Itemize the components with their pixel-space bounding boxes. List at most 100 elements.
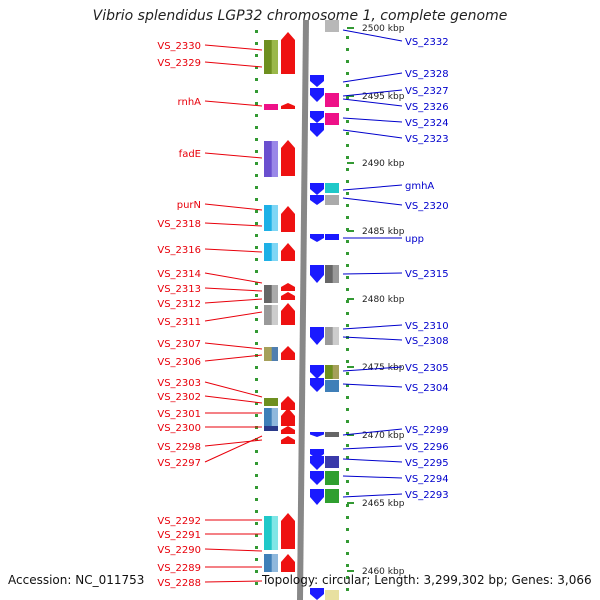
strand-dot-left <box>255 78 258 81</box>
gene-label-left: VS_2290 <box>157 545 201 556</box>
gene-block-shade <box>271 40 278 74</box>
gene-label-right: VS_2326 <box>405 102 449 113</box>
strand-dot-left <box>255 234 258 237</box>
strand-dot-right <box>346 180 349 183</box>
strand-dot-right <box>346 264 349 267</box>
gene-label-left: VS_2316 <box>157 245 201 256</box>
scale-label: 2500 kbp <box>362 24 405 34</box>
gene-label-right: VS_2328 <box>405 69 449 80</box>
gene-arrow-up <box>281 436 295 444</box>
strand-dot-right <box>346 588 349 591</box>
strand-dot-left <box>255 390 258 393</box>
leader-line-left <box>204 381 263 398</box>
gene-label-left: fadE <box>179 149 201 160</box>
strand-dot-right <box>346 96 349 99</box>
strand-dot-right <box>346 492 349 495</box>
strand-dot-left <box>255 546 258 549</box>
strand-dot-left <box>255 558 258 561</box>
strand-dot-right <box>346 312 349 315</box>
gene-arrow-down <box>310 183 324 195</box>
strand-dot-right <box>346 420 349 423</box>
leader-line-left <box>204 248 263 253</box>
gene-block <box>325 489 339 503</box>
gene-arrow-down <box>310 456 324 470</box>
gene-arrow-down <box>310 365 324 379</box>
gene-label-left: VS_2298 <box>157 442 201 453</box>
leader-line-left <box>204 222 263 227</box>
strand-dot-left <box>255 42 258 45</box>
strand-dot-left <box>255 510 258 513</box>
leader-line-right <box>342 117 403 123</box>
gene-label-left: VS_2313 <box>157 284 201 295</box>
gene-arrow-up <box>281 513 295 549</box>
gene-arrow-down <box>310 327 324 345</box>
gene-block <box>325 471 339 485</box>
leader-line-left <box>204 311 263 322</box>
gene-label-right: VS_2310 <box>405 321 449 332</box>
leader-line-left <box>204 342 263 350</box>
strand-dot-left <box>255 126 258 129</box>
gene-arrow-down <box>310 489 324 505</box>
strand-dot-left <box>255 378 258 381</box>
strand-dot-left <box>255 342 258 345</box>
gene-block <box>325 234 339 240</box>
gene-block <box>325 456 339 468</box>
gene-label-left: VS_2300 <box>157 423 201 434</box>
gene-label-left: purN <box>177 200 201 211</box>
leader-line-left <box>204 435 263 463</box>
gene-label-right: VS_2332 <box>405 37 449 48</box>
gene-label-left: VS_2312 <box>157 299 201 310</box>
leader-line-left <box>204 439 263 447</box>
gene-label-left: VS_2306 <box>157 357 201 368</box>
gene-block-shade <box>332 327 339 345</box>
strand-dot-left <box>255 258 258 261</box>
leader-line-right <box>342 493 403 498</box>
leader-line-left <box>204 152 263 159</box>
leader-line-right <box>342 336 403 341</box>
strand-dot-left <box>255 210 258 213</box>
gene-block <box>264 426 278 431</box>
gene-arrow-down <box>310 234 324 242</box>
gene-label-left: VS_2311 <box>157 317 201 328</box>
strand-dot-left <box>255 582 258 585</box>
strand-dot-left <box>255 366 258 369</box>
strand-dot-right <box>346 444 349 447</box>
gene-block <box>325 432 339 437</box>
strand-dot-right <box>346 216 349 219</box>
gene-label-right: VS_2308 <box>405 336 449 347</box>
gene-block-shade <box>271 408 278 426</box>
gene-label-left: VS_2314 <box>157 269 201 280</box>
gene-arrow-up <box>281 408 295 426</box>
scale-label: 2495 kbp <box>362 92 405 102</box>
leader-line-left <box>204 395 263 404</box>
scale-label: 2470 kbp <box>362 431 405 441</box>
gene-arrow-down <box>310 265 324 283</box>
gene-arrow-down <box>310 471 324 485</box>
gene-label-left: VS_2291 <box>157 530 201 541</box>
strand-dot-left <box>255 450 258 453</box>
strand-dot-left <box>255 414 258 417</box>
gene-block-shade <box>271 141 278 177</box>
strand-dot-right <box>346 456 349 459</box>
accession-text: Accession: NC_011753 <box>8 573 145 587</box>
gene-label-left: VS_2302 <box>157 392 201 403</box>
gene-block <box>325 380 339 392</box>
strand-dot-left <box>255 306 258 309</box>
gene-block-shade <box>271 347 278 361</box>
leader-line-right <box>342 272 403 275</box>
strand-dot-left <box>255 522 258 525</box>
scale-label: 2460 kbp <box>362 567 405 577</box>
chromosome-axis <box>297 19 309 600</box>
strand-dot-left <box>255 330 258 333</box>
strand-dot-left <box>255 114 258 117</box>
leader-line-right <box>342 184 403 191</box>
leader-line-right <box>342 445 403 450</box>
leader-line-left <box>204 548 263 552</box>
leader-line-right <box>342 383 403 388</box>
gene-arrow-down <box>310 88 324 102</box>
leader-line-left <box>204 100 263 107</box>
gene-arrow-up <box>281 303 295 325</box>
strand-dot-right <box>346 396 349 399</box>
gene-arrow-up <box>281 292 295 300</box>
strand-dot-right <box>346 276 349 279</box>
